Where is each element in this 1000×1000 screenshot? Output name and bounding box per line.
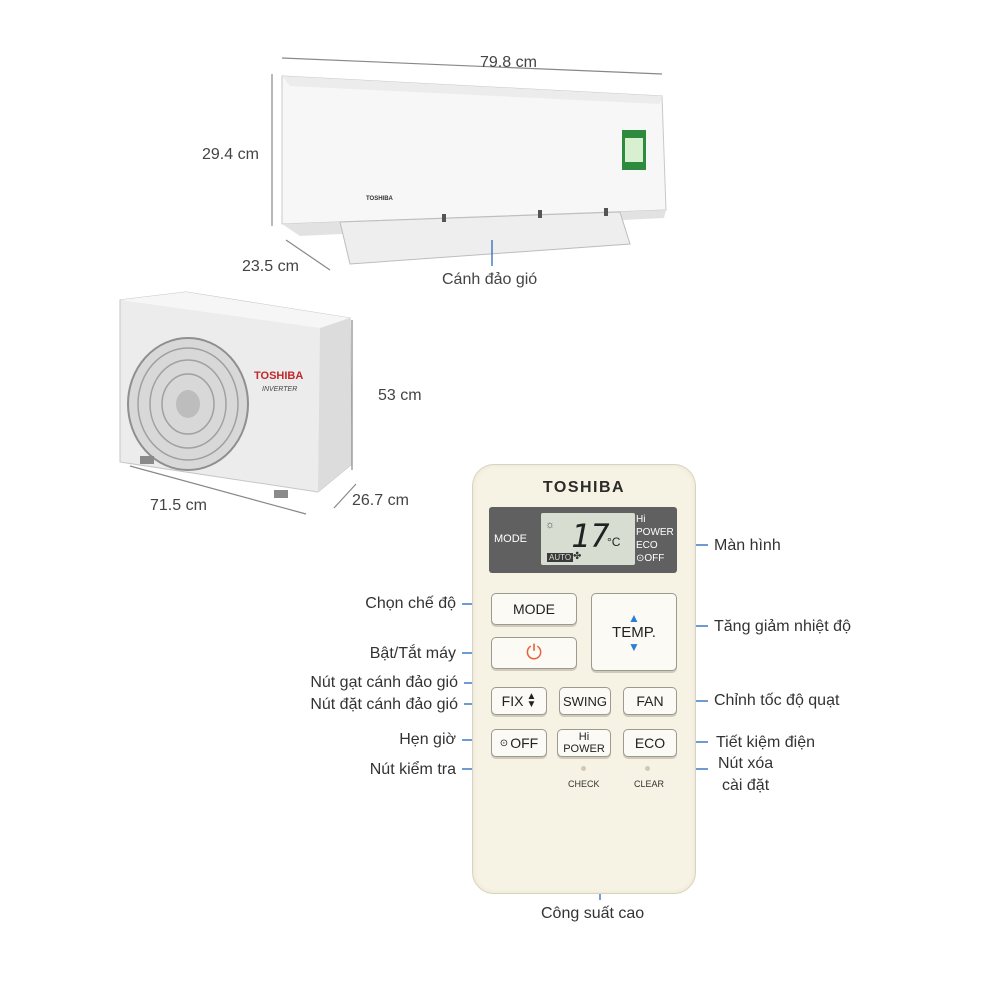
callout-screen: Màn hình	[714, 537, 781, 554]
callout-fix: Nút đặt cánh đảo gió	[310, 696, 458, 713]
display-hipower: Hi POWER	[636, 514, 674, 538]
outdoor-subtitle: INVERTER	[262, 386, 298, 393]
callout-clear-1: Nút xóa	[718, 755, 774, 772]
callout-clear-2: cài đặt	[722, 777, 770, 794]
timer-icon: ⊙	[499, 737, 509, 749]
remote-brand: TOSHIBA	[542, 479, 626, 496]
outdoor-width-label: 71.5 cm	[150, 497, 207, 514]
arrow-up-icon: ▲	[628, 610, 640, 625]
outdoor-brand: TOSHIBA	[254, 370, 304, 382]
clear-label: CLEAR	[634, 779, 665, 789]
display-off: OFF	[644, 553, 665, 564]
sun-icon: ☼	[545, 519, 556, 531]
callout-hi-power: Công suất cao	[541, 905, 645, 922]
power-icon: ⏻	[526, 641, 542, 664]
fix-button[interactable]: FIX ▲▼	[491, 687, 547, 715]
clear-pinhole[interactable]	[645, 766, 650, 771]
louver-label: Cánh đảo gió	[442, 271, 538, 288]
remote-display: MODE ☼ 17 °C AUTO ✤ Hi POWER ECO ⊙OFF	[489, 507, 677, 573]
display-temperature: 17	[571, 517, 610, 555]
fan-button[interactable]: FAN	[623, 687, 677, 715]
off-timer-label: OFF	[510, 735, 539, 751]
outdoor-height-label: 53 cm	[378, 387, 422, 404]
fan-icon: ✤	[573, 551, 582, 562]
timer-icon: ⊙	[636, 553, 645, 564]
outdoor-depth-label: 26.7 cm	[352, 492, 409, 509]
callout-check: Nút kiểm tra	[369, 761, 456, 778]
mode-button[interactable]: MODE	[491, 593, 577, 625]
display-mode: MODE	[494, 533, 527, 545]
up-down-icon: ▲▼	[526, 691, 537, 710]
temp-button-label: TEMP.	[612, 623, 656, 641]
hi-power-button[interactable]: Hi POWER	[557, 729, 611, 757]
callout-power: Bật/Tắt máy	[369, 645, 456, 662]
callout-eco: Tiết kiệm điện	[716, 734, 815, 751]
callout-temp-adjust: Tăng giảm nhiệt độ	[714, 618, 851, 635]
eco-button[interactable]: ECO	[623, 729, 677, 757]
display-unit: °C	[607, 535, 621, 549]
indoor-depth-label: 23.5 cm	[242, 258, 299, 275]
callout-swing: Nút gạt cánh đảo gió	[310, 674, 458, 691]
outdoor-unit	[119, 291, 353, 498]
check-label: CHECK	[568, 779, 600, 789]
dimension-lines	[129, 57, 663, 515]
remote-control: TOSHIBA MODE ☼ 17 °C AUTO ✤ Hi POWER ECO…	[472, 464, 696, 894]
display-status: Hi POWER ECO ⊙OFF	[636, 513, 677, 565]
power-button[interactable]: ⏻	[491, 637, 577, 669]
display-auto: AUTO	[547, 553, 574, 562]
indoor-height-label: 29.4 cm	[202, 146, 259, 163]
indoor-brand: TOSHIBA	[366, 196, 393, 202]
check-pinhole[interactable]	[581, 766, 586, 771]
swing-button[interactable]: SWING	[559, 687, 611, 715]
callout-timer: Hẹn giờ	[399, 731, 456, 748]
indoor-unit	[281, 75, 667, 265]
temp-button[interactable]: ▲ TEMP. ▼	[591, 593, 677, 671]
display-eco: ECO	[636, 540, 658, 551]
callout-mode-select: Chọn chế độ	[365, 595, 456, 612]
arrow-down-icon: ▼	[628, 639, 640, 654]
off-timer-button[interactable]: ⊙ OFF	[491, 729, 547, 757]
indoor-width-label: 79.8 cm	[480, 54, 537, 71]
callout-fan-speed: Chỉnh tốc độ quạt	[714, 692, 840, 709]
display-panel: ☼ 17 °C AUTO ✤	[541, 513, 635, 565]
fix-button-label: FIX	[501, 693, 524, 709]
